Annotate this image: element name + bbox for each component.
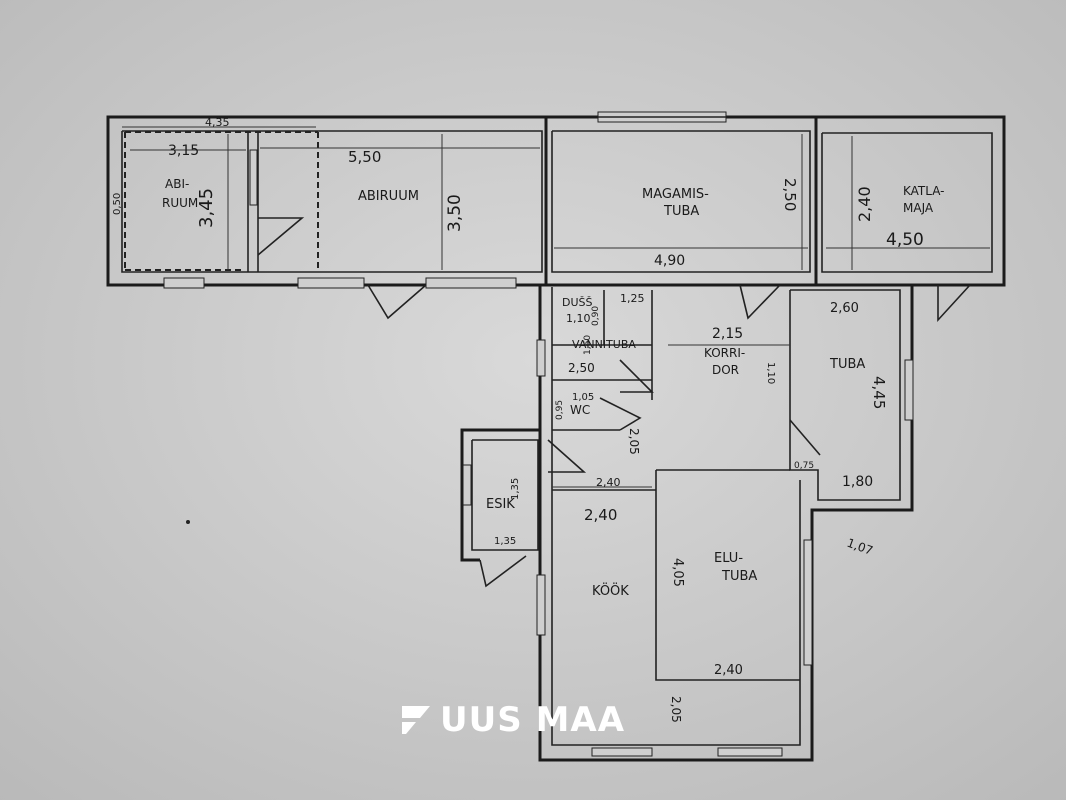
katlamaja-width: 4,50	[886, 230, 924, 250]
dush-width: 1,10	[566, 312, 591, 325]
wc-name: WC	[570, 403, 590, 417]
vannituba-width: 2,50	[568, 361, 595, 375]
koridor-width: 2,15	[712, 326, 743, 342]
middle-block-walls	[536, 285, 914, 762]
abiruum-big-depth: 3,50	[445, 194, 465, 232]
abiruum-top-width: 4,35	[205, 116, 230, 129]
magamistuba-name-2: TUBA	[663, 204, 699, 219]
magamistuba-depth: 2,50	[781, 178, 799, 211]
tuba-bottom-width: 1,80	[842, 474, 873, 490]
magamistuba-name-1: MAGAMIS-	[642, 187, 709, 202]
abiruum-depth: 3,45	[196, 188, 217, 228]
koridor-name-1: KORRI-	[704, 346, 745, 360]
koridor-name-2: DOR	[712, 363, 739, 377]
elutuba-name-1: ELU-	[714, 551, 743, 566]
uus-maa-logo: UUS MAA	[402, 700, 625, 740]
wc-width: 1,05	[572, 392, 594, 403]
elutuba-name-2: TUBA	[721, 569, 757, 584]
uus-maa-logo-mark-icon	[402, 706, 430, 734]
esik-width: 1,35	[494, 536, 516, 547]
vannituba-depth: 1,60	[583, 335, 593, 355]
abiruum-name-2: RUUM	[162, 196, 198, 210]
top-wing-walls	[106, 111, 1006, 323]
katlamaja-name-1: KATLA-	[903, 184, 945, 198]
esik-name: ESIK	[486, 497, 515, 512]
katlamaja-name-2: MAJA	[903, 201, 934, 215]
abiruum-name-1: ABI-	[165, 177, 189, 191]
abiruum-left-depth: 0,50	[112, 193, 123, 215]
tuba-small: 0,75	[794, 461, 814, 471]
tuba-name: TUBA	[829, 357, 865, 372]
wc-depth: 0,95	[555, 400, 565, 420]
vannituba-name: VANNITUBA	[572, 338, 636, 351]
dimension-lines	[122, 126, 990, 270]
koridor-depth: 2,05	[627, 428, 641, 455]
tuba-width: 2,60	[830, 301, 859, 316]
abiruum-big-name: ABIRUUM	[358, 189, 419, 204]
tuba-depth: 4,45	[870, 376, 888, 409]
magamistuba-width: 4,90	[654, 253, 685, 269]
kook-name: KÖÖK	[592, 582, 629, 599]
katlamaja-depth: 2,40	[855, 186, 874, 222]
dush-depth: 0,90	[591, 306, 601, 326]
paper-speck	[186, 520, 190, 524]
esik-depth: 1,35	[510, 478, 521, 500]
dush-side: 1,25	[620, 292, 645, 305]
elutuba-depth: 4,05	[670, 558, 685, 587]
elutuba-width: 2,40	[714, 663, 743, 678]
esik-walls	[460, 428, 540, 588]
uus-maa-logo-text: UUS MAA	[440, 700, 626, 740]
tuba-side: 1,10	[765, 362, 776, 384]
dush-name: DUŠŠ	[562, 296, 593, 309]
kook-width: 2,40	[584, 506, 617, 524]
elutuba-lower-depth: 2,05	[669, 696, 683, 723]
abiruum-big-width: 5,50	[348, 148, 381, 166]
koridor-lower-width: 2,40	[596, 476, 621, 489]
abiruum-width: 3,15	[168, 143, 199, 159]
